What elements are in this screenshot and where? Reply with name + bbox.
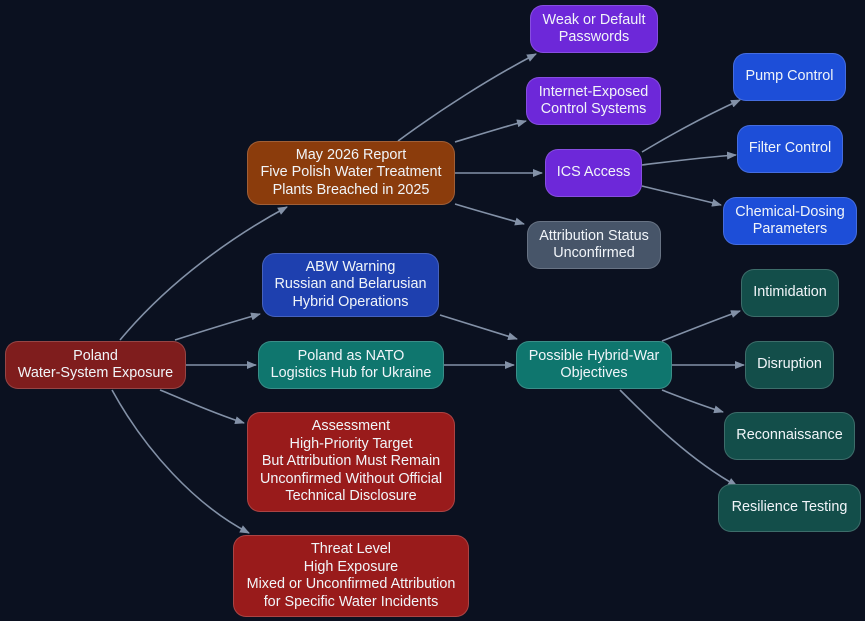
node-label-line: Five Polish Water Treatment <box>260 164 442 181</box>
edge-poland-to-threat <box>111 389 250 534</box>
node-label-line: Possible Hybrid-War <box>528 347 660 364</box>
edge-ics_access-to-chemical <box>641 185 722 207</box>
node-label-line: Parameters <box>752 221 828 237</box>
node-label-line: High Exposure <box>303 558 399 575</box>
node-label-line: Poland as NATO <box>297 347 405 364</box>
node-label-line: Internet-Exposed <box>538 83 649 100</box>
edge-objectives-to-reconnaissance <box>661 389 724 414</box>
node-label-line: Plants Breached in 2025 <box>272 181 430 198</box>
node-label-line: Filter Control <box>748 140 832 157</box>
edge-ics_access-to-filter <box>641 151 737 166</box>
node-filter-control: Filter Control <box>737 125 843 173</box>
node-resilience-testing: Resilience Testing <box>718 484 861 532</box>
node-label-line: Objectives <box>560 365 628 381</box>
edge-objectives-to-resilience <box>619 389 738 487</box>
node-label-line: But Attribution Must Remain <box>261 453 441 470</box>
node-label-line: Resilience Testing <box>731 499 848 516</box>
edge-ics_access-to-pump <box>641 99 741 153</box>
node-label-line: Assessment <box>311 418 391 435</box>
edge-objectives-to-intimidation <box>661 310 741 342</box>
node-label-line: for Specific Water Incidents <box>263 593 439 610</box>
node-label-line: Attribution Status <box>539 227 649 244</box>
node-label-line: Poland <box>73 347 118 364</box>
edge-poland-to-assessment <box>159 389 245 425</box>
node-label-line: High-Priority Target <box>289 435 413 452</box>
node-label-line: Control Systems <box>540 101 647 117</box>
node-label-line: Hybrid Operations <box>292 293 409 310</box>
node-label-line: Chemical-Dosing <box>735 203 845 220</box>
node-label-line: ICS Access <box>556 164 631 181</box>
node-ics-access: ICS Access <box>545 149 642 197</box>
edge-report-to-internet_exposed <box>454 119 527 143</box>
node-label-line: Mixed or Unconfirmed Attribution <box>246 576 456 592</box>
node-label-line: Logistics Hub for Ukraine <box>270 365 432 381</box>
edge-abw-to-objectives <box>439 314 518 341</box>
node-label-line: Pump Control <box>745 68 834 85</box>
node-label-line: Unconfirmed Without Official <box>259 470 443 487</box>
edge-poland-to-report <box>119 206 288 341</box>
edge-report-to-attribution <box>454 203 525 226</box>
node-label-line: ABW Warning <box>305 258 396 275</box>
edge-poland-to-abw <box>174 312 261 341</box>
node-disruption: Disruption <box>745 341 834 389</box>
node-label-line: Weak or Default <box>542 11 646 28</box>
node-label-line: Disruption <box>757 356 822 373</box>
node-pump-control: Pump Control <box>733 53 846 101</box>
node-label-line: Water-System Exposure <box>17 365 174 381</box>
node-intimidation: Intimidation <box>741 269 839 317</box>
node-label-line: Technical Disclosure <box>285 488 417 505</box>
node-label-line: Intimidation <box>753 284 827 301</box>
edge-report-to-weak_passwords <box>397 53 537 142</box>
node-label-line: Unconfirmed <box>553 245 635 261</box>
node-reconnaissance: Reconnaissance <box>724 412 855 460</box>
node-label-line: Threat Level <box>311 541 391 557</box>
node-label-line: Reconnaissance <box>736 427 843 444</box>
node-label-line: May 2026 Report <box>295 146 407 163</box>
node-label-line: Russian and Belarusian <box>274 276 427 293</box>
node-label-line: Passwords <box>558 29 630 45</box>
